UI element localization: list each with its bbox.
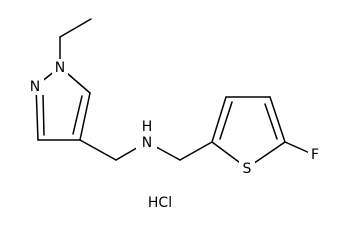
bond-c4-ch2 [79, 139, 117, 161]
atom-n1-label: N [55, 60, 65, 76]
salt-label: HCl [148, 195, 172, 211]
bond-c4-c5 [79, 92, 91, 141]
bond-c2-c3-double [219, 101, 233, 140]
structure-drawing: N N H N S F HCl [27, 18, 322, 211]
bonds [35, 18, 313, 169]
bond-c4-c5-thio-double [264, 103, 278, 140]
bond-ch3-ch2 [59, 18, 92, 38]
bond-c4-c5-double [72, 95, 83, 135]
amine-n-label: N [142, 135, 152, 151]
bond-ch2-c2 [179, 141, 213, 161]
bond-c4-c5-thio [269, 96, 286, 143]
bond-c5-f [284, 141, 313, 155]
atom-f-label: F [311, 147, 319, 163]
atom-n2-label: N [30, 79, 40, 95]
bond-c2-c3 [211, 96, 227, 143]
amine-h-label: H [142, 119, 153, 135]
atom-s-label: S [243, 161, 252, 177]
atom-labels: N N H N S F [27, 59, 322, 177]
bond-n2-c3-double [42, 93, 45, 136]
